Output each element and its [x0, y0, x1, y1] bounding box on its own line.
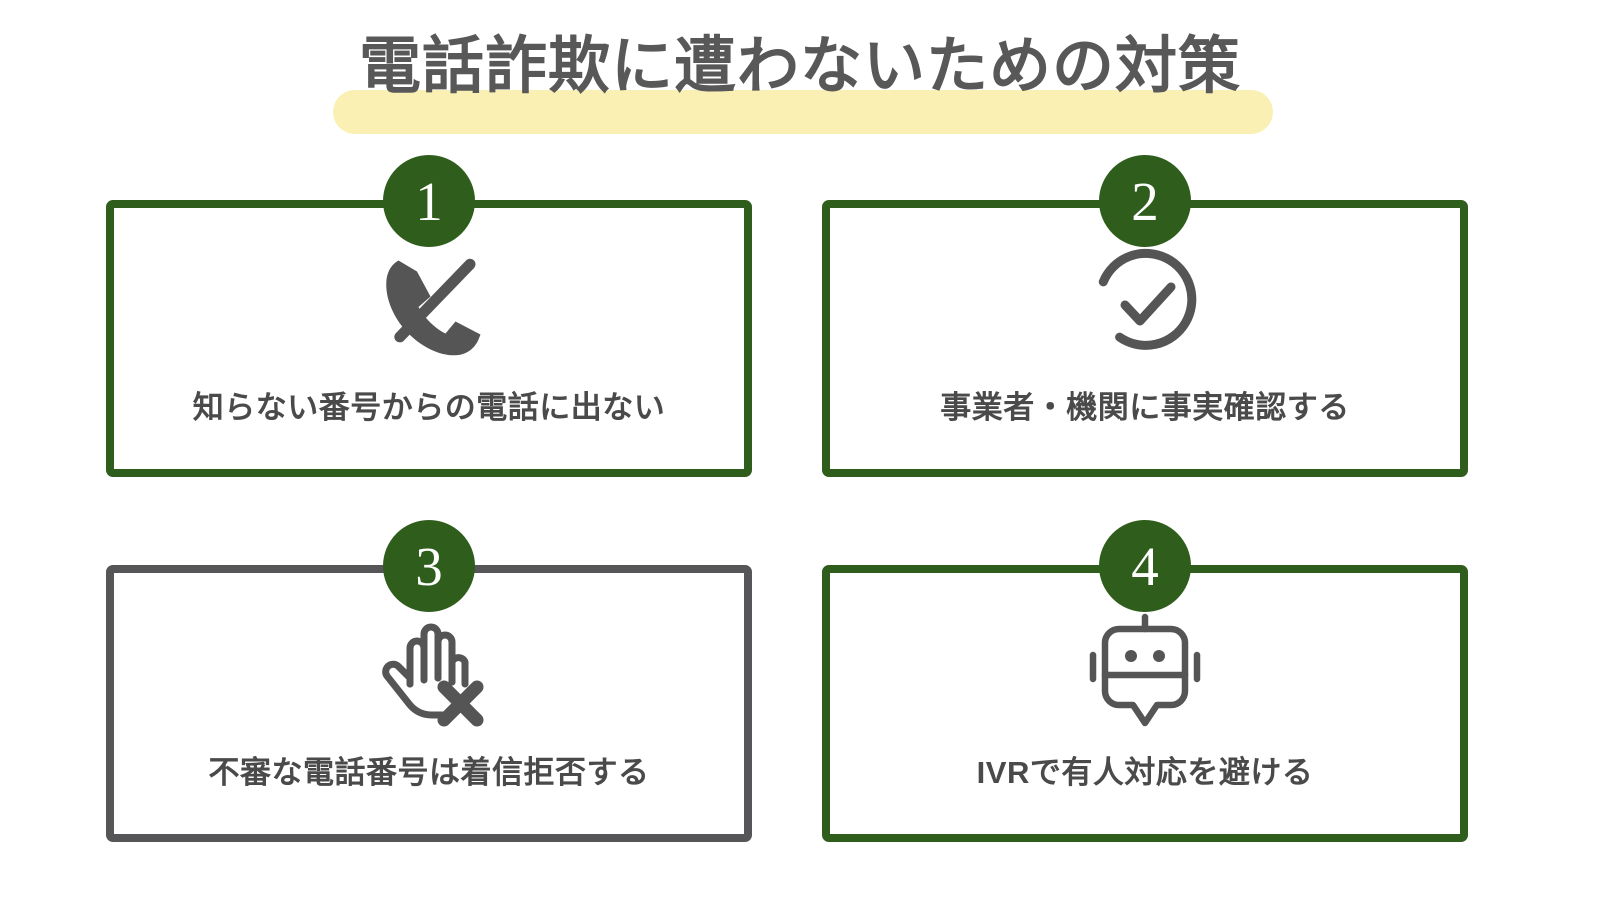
chatbot-icon — [1077, 595, 1213, 745]
card-2-label: 事業者・機関に事実確認する — [940, 390, 1350, 425]
card-3-label: 不審な電話番号は着信拒否する — [208, 755, 650, 790]
card-4: IVRで有人対応を避ける 4 — [822, 520, 1468, 842]
card-1: 知らない番号からの電話に出ない 1 — [106, 155, 752, 477]
hand-block-x-icon — [365, 595, 493, 745]
check-circle-icon — [1083, 230, 1207, 380]
card-3-number-badge: 3 — [383, 520, 475, 612]
card-1-box — [106, 200, 752, 477]
title-highlight-band — [332, 90, 1273, 134]
card-2: 事業者・機関に事実確認する 2 — [822, 155, 1468, 477]
card-4-content: IVRで有人対応を避ける — [830, 573, 1460, 842]
card-2-content: 事業者・機関に事実確認する — [830, 208, 1460, 477]
title-text: 電話詐欺に遭わないための対策 — [358, 32, 1241, 101]
card-3-content: 不審な電話番号は着信拒否する — [114, 573, 744, 842]
card-3: 不審な電話番号は着信拒否する 3 — [106, 520, 752, 842]
card-1-label: 知らない番号からの電話に出ない — [192, 390, 666, 425]
phone-off-icon — [365, 230, 493, 380]
page-title: 電話詐欺に遭わないための対策 — [0, 34, 1600, 134]
card-1-number-badge: 1 — [383, 155, 475, 247]
card-4-label: IVRで有人対応を避ける — [976, 755, 1314, 790]
card-1-content: 知らない番号からの電話に出ない — [114, 208, 744, 477]
title-inner: 電話詐欺に遭わないための対策 — [332, 32, 1273, 134]
card-4-number-badge: 4 — [1099, 520, 1191, 612]
card-2-number-badge: 2 — [1099, 155, 1191, 247]
